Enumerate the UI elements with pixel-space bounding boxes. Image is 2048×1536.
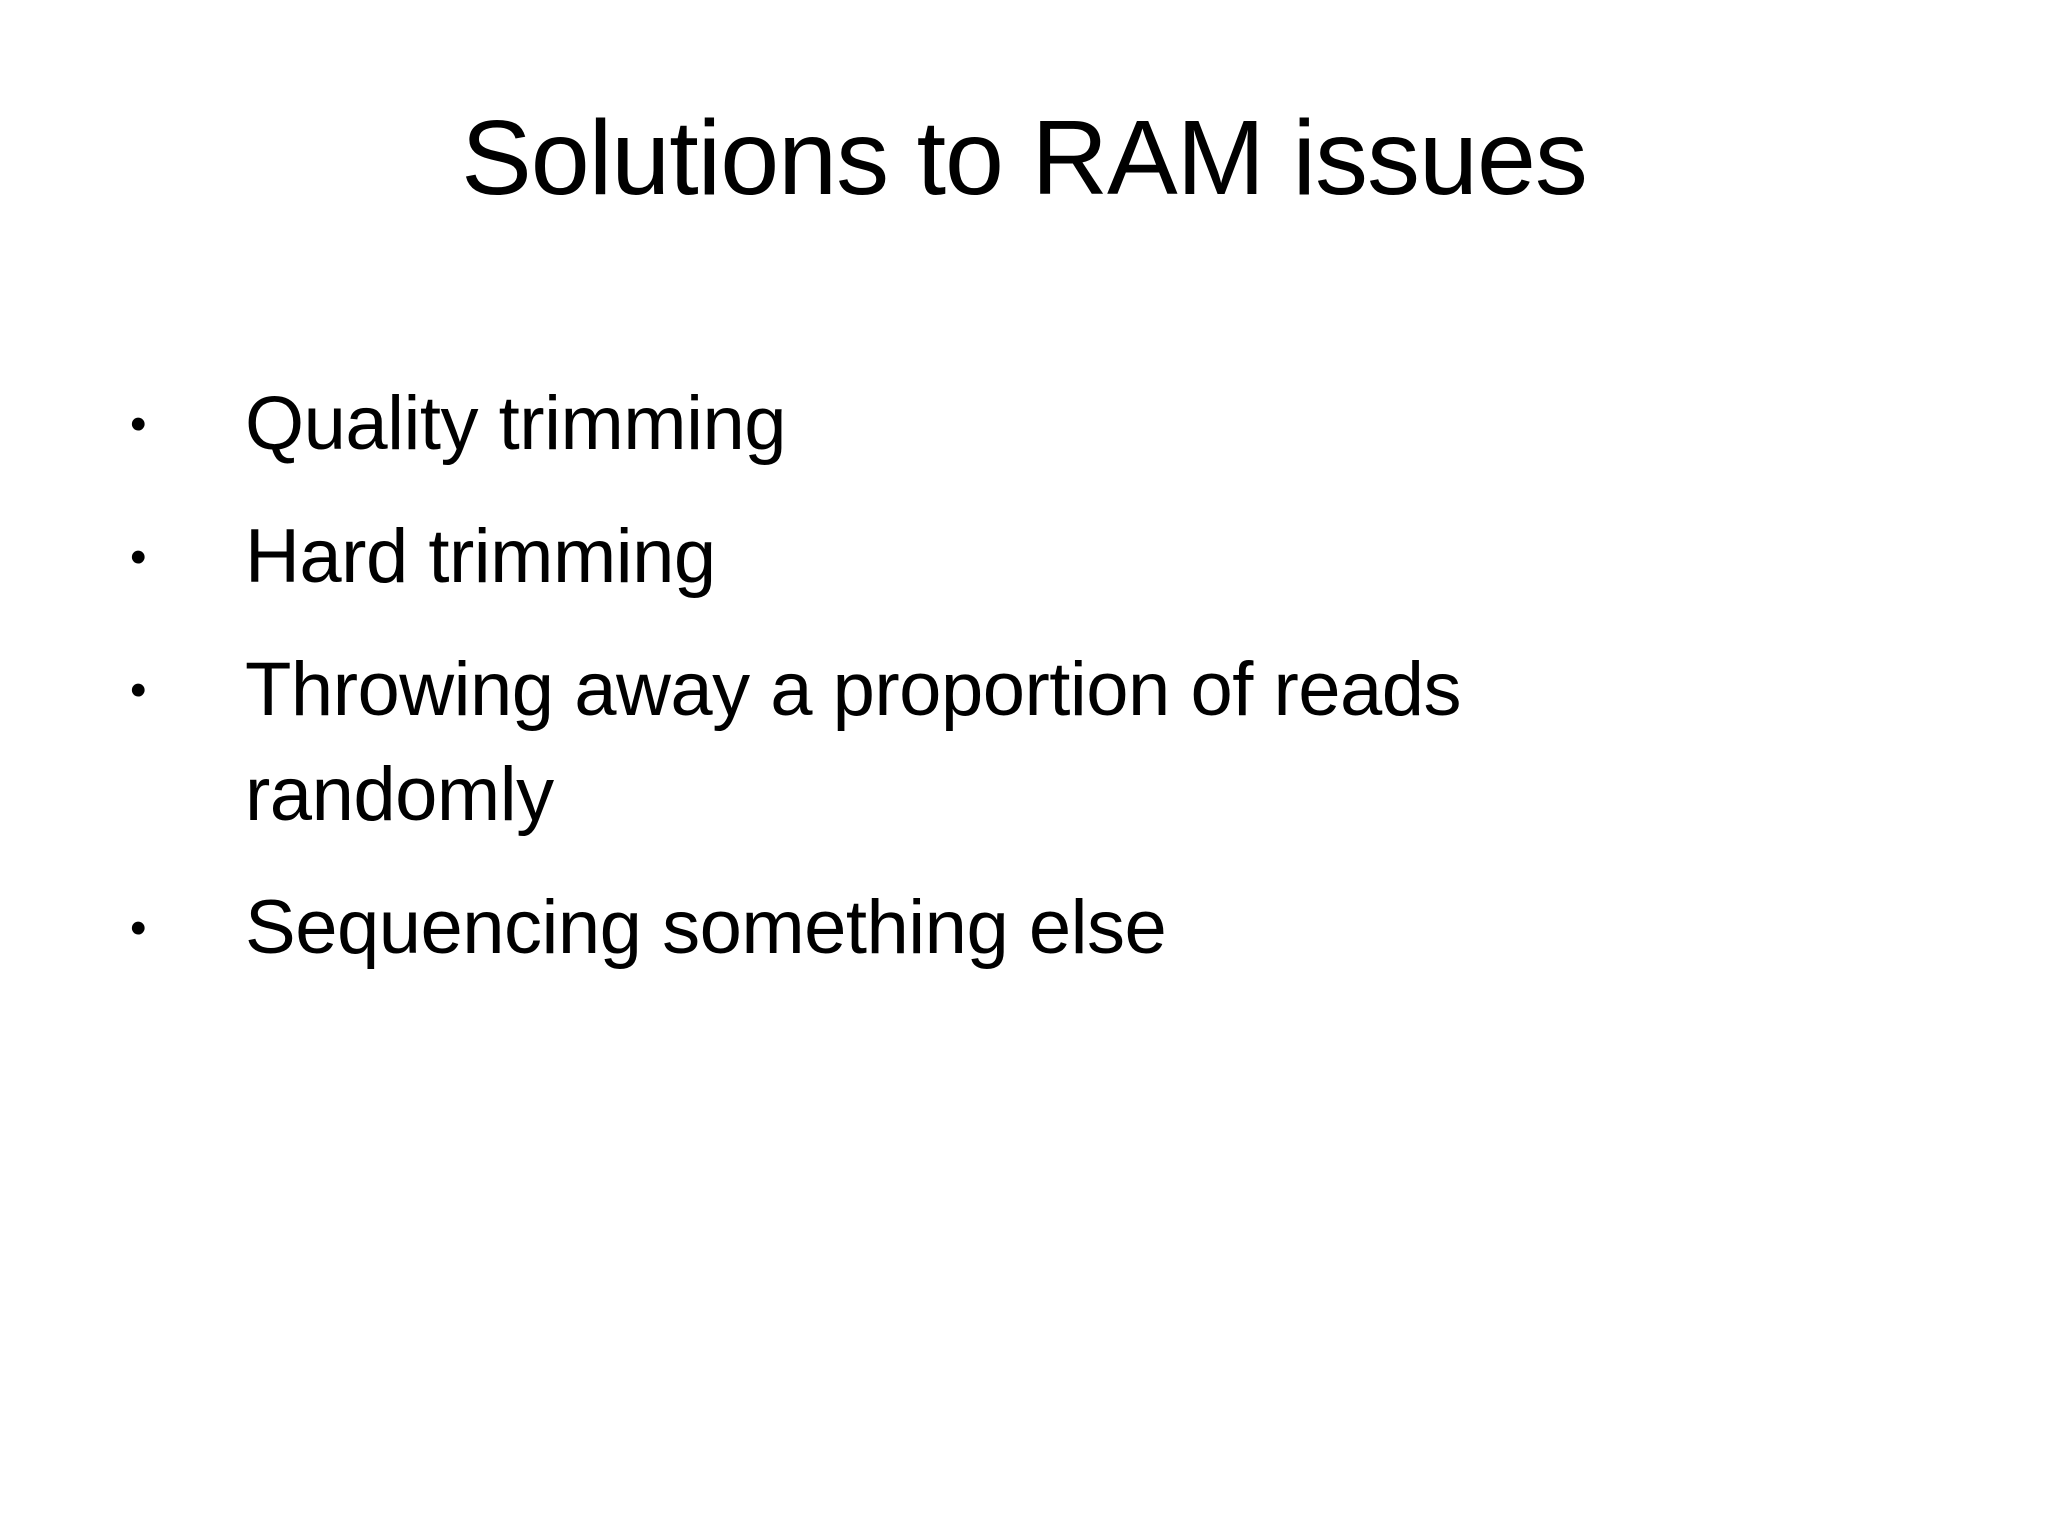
bullet-item: • Quality trimming: [130, 372, 1670, 477]
bullet-item: • Hard trimming: [130, 505, 1670, 610]
bullet-text: Quality trimming: [245, 381, 787, 466]
bullet-text: Hard trimming: [245, 513, 716, 599]
bullet-text: Sequencing something else: [245, 884, 1167, 970]
bullet-list: • Quality trimming • Hard trimming • Thr…: [130, 372, 1670, 1008]
bullet-icon: •: [130, 397, 147, 450]
bullet-icon: •: [130, 900, 147, 954]
bullet-item: • Throwing away a proportion of reads ra…: [130, 638, 1670, 848]
bullet-icon: •: [130, 662, 147, 716]
bullet-text: Throwing away a proportion of reads rand…: [245, 646, 1462, 837]
bullet-item: • Sequencing something else: [130, 876, 1670, 981]
slide-title: Solutions to RAM issues: [461, 99, 1588, 217]
bullet-icon: •: [130, 529, 147, 583]
